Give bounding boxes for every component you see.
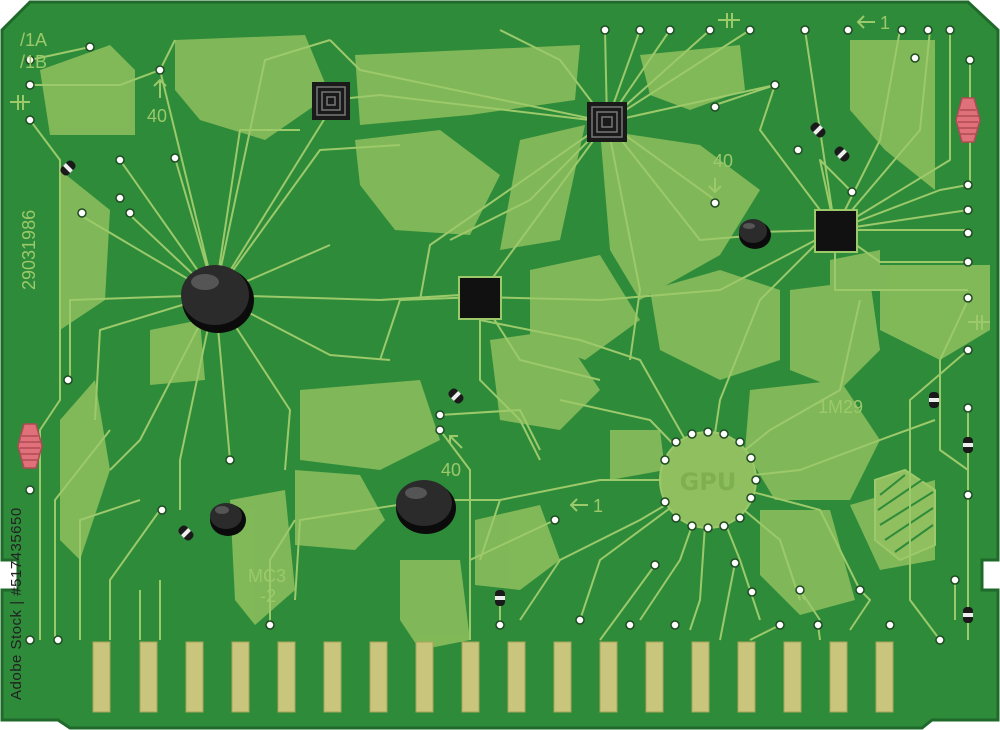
label-diag-40: 40 xyxy=(441,460,461,480)
edge-connector xyxy=(92,641,894,713)
label-1a: /1A xyxy=(20,30,47,50)
epoxy-blobs xyxy=(181,219,771,536)
chip-top-left xyxy=(312,82,350,120)
fuse-left xyxy=(17,423,43,469)
chip-center xyxy=(458,276,502,320)
chip-right xyxy=(814,209,858,253)
label-up-40: 40 xyxy=(147,106,167,126)
watermark-text: Adobe Stock | #517435650 xyxy=(8,507,25,700)
fuse-right xyxy=(955,97,981,143)
hatched-pad xyxy=(874,468,936,562)
label-1b: /1B xyxy=(20,52,47,72)
label-mc3-sub: -2 xyxy=(260,586,276,606)
capacitor-symbols xyxy=(10,13,990,330)
silkscreen: /1A /1B 40 40 40 1 1 1M29 MC3 -2 2903198… xyxy=(19,13,890,606)
label-1m29: 1M29 xyxy=(818,397,863,417)
label-arrow-1-mid: 1 xyxy=(593,496,603,516)
label-arrow-1-top: 1 xyxy=(880,13,890,33)
arrow-glyphs xyxy=(153,15,875,512)
diodes xyxy=(60,122,973,623)
chip-top-center xyxy=(587,102,627,142)
label-down-40: 40 xyxy=(713,151,733,171)
label-serial: 29031986 xyxy=(19,210,39,290)
vias xyxy=(25,25,975,645)
stock-watermark: Adobe Stock | #517435650 xyxy=(4,500,28,700)
gpu-label: GPU xyxy=(680,468,737,496)
label-mc3: MC3 xyxy=(248,566,286,586)
gpu-chip: GPU xyxy=(659,427,761,533)
